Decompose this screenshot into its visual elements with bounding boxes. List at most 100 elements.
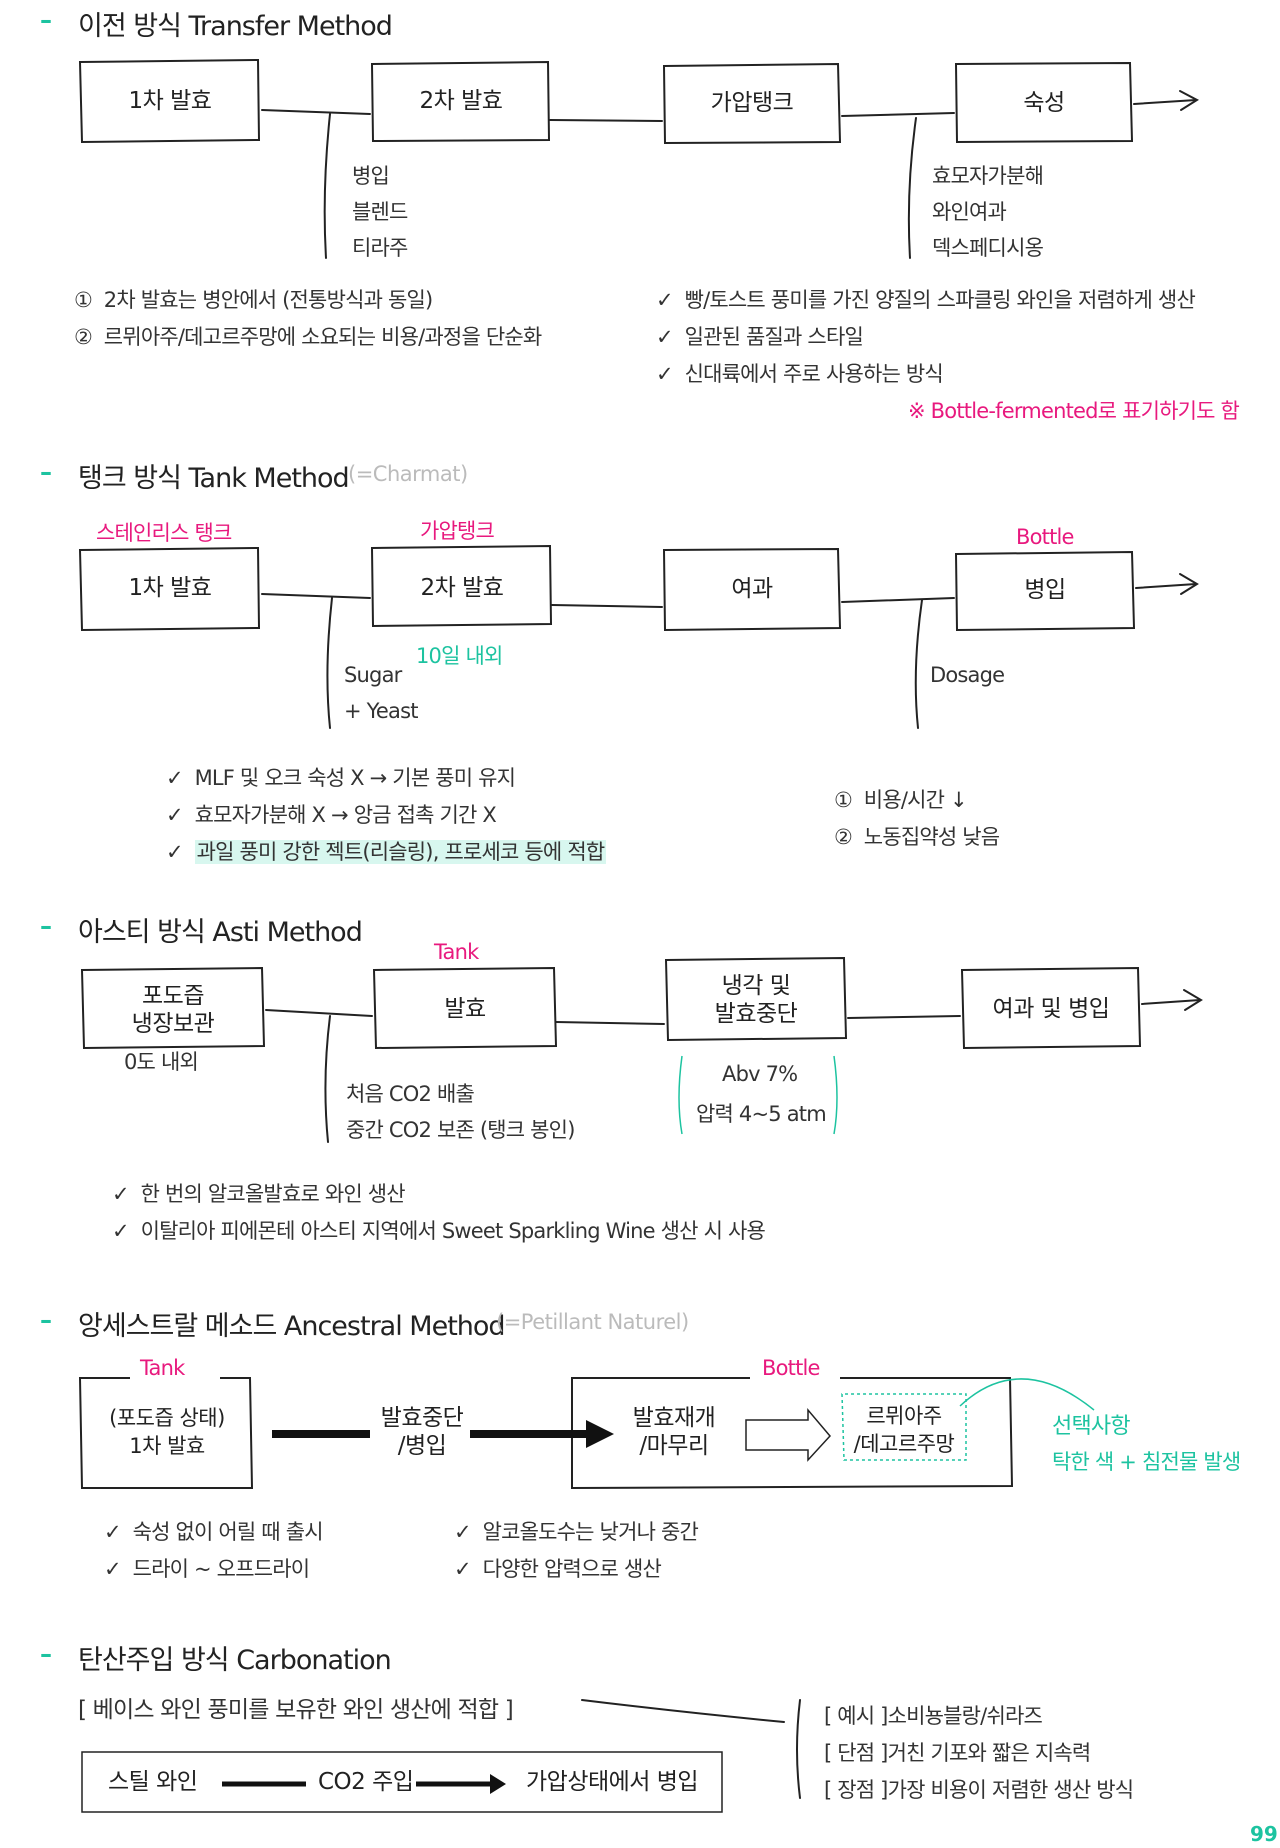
carbonation-info-2: [ 단점 ]거친 기포와 짧은 지속력 <box>824 1737 1092 1767</box>
check-text: 한 번의 알코올발효로 와인 생산 <box>140 1182 406 1206</box>
check-icon: ✓ <box>112 1219 130 1243</box>
check-icon: ✓ <box>104 1557 122 1581</box>
info-text: 가장 비용이 저렴한 생산 방식 <box>887 1778 1135 1802</box>
check-icon: ✓ <box>112 1182 130 1206</box>
check-text: 빵/토스트 풍미를 가진 양질의 스파클링 와인을 저렴하게 생산 <box>684 288 1196 312</box>
tank-feature-2: ② 노동집약성 낮음 <box>834 821 1000 851</box>
transfer-step-2: 2차 발효 <box>419 88 503 114</box>
transfer-step-3: 가압탱크 <box>710 90 794 116</box>
tank-check-3: ✓ 과일 풍미 강한 젝트(리슬링), 프로세코 등에 적합 <box>166 836 607 866</box>
check-icon: ✓ <box>104 1520 122 1544</box>
tank-branch1-1: Sugar <box>344 663 402 687</box>
check-text: MLF 및 오크 숙성 X → 기본 풍미 유지 <box>194 766 516 790</box>
tank-branch2-1: Dosage <box>930 663 1005 687</box>
ancestral-step-1: (포도즙 상태) 1차 발효 <box>109 1406 225 1458</box>
tank-label-pressure: 가압탱크 <box>420 519 495 543</box>
tank-subtitle: (=Charmat) <box>348 462 468 486</box>
tank-step-3: 여과 <box>731 576 773 602</box>
transfer-branch2-3: 덱스페디시옹 <box>932 236 1044 260</box>
info-text: 거친 기포와 짧은 지속력 <box>887 1741 1092 1765</box>
transfer-check-3: ✓ 신대륙에서 주로 사용하는 방식 <box>656 358 944 388</box>
feature-text: 2차 발효는 병안에서 (전통방식과 동일) <box>103 288 433 312</box>
asti-check-1: ✓ 한 번의 알코올발효로 와인 생산 <box>112 1178 406 1208</box>
transfer-feature-2: ② 르뮈아주/데고르주망에 소요되는 비용/과정을 단순화 <box>74 321 542 351</box>
feature-text: 노동집약성 낮음 <box>863 825 1000 849</box>
transfer-branch2-2: 와인여과 <box>932 200 1007 224</box>
transfer-branch2-1: 효모자가분해 <box>932 164 1044 188</box>
ancestral-optional-desc: 탁한 색 + 침전물 발생 <box>1052 1450 1241 1474</box>
ancestral-bottle-label: Bottle <box>762 1356 820 1380</box>
info-tag: [ 장점 ] <box>824 1778 888 1802</box>
feature-mark: ② <box>74 325 93 349</box>
carbonation-info-1: [ 예시 ]소비뇽블랑/쉬라즈 <box>824 1700 1043 1730</box>
ancestral-check-right-2: ✓ 다양한 압력으로 생산 <box>454 1553 662 1583</box>
asti-step-4: 여과 및 병입 <box>992 996 1110 1022</box>
tank-branch1-2: + Yeast <box>344 699 418 723</box>
asti-step-2: 발효 <box>444 996 486 1022</box>
check-icon: ✓ <box>166 840 184 864</box>
ancestral-step-2: 발효중단 /병입 <box>380 1405 464 1459</box>
tank-check-2: ✓ 효모자가분해 X → 앙금 접촉 기간 X <box>166 799 497 829</box>
tank-label-stainless: 스테인리스 탱크 <box>96 521 232 545</box>
carbonation-info-3: [ 장점 ]가장 비용이 저렴한 생산 방식 <box>824 1774 1135 1804</box>
section-dash: – <box>40 1640 52 1668</box>
asti-branch1-1: 처음 CO2 배출 <box>346 1082 475 1106</box>
transfer-check-1: ✓ 빵/토스트 풍미를 가진 양질의 스파클링 와인을 저렴하게 생산 <box>656 284 1196 314</box>
asti-note-below: 0도 내외 <box>124 1050 199 1074</box>
section-dash: – <box>40 6 52 34</box>
ancestral-check-left-1: ✓ 숙성 없이 어릴 때 출시 <box>104 1516 324 1546</box>
asti-bracket-2: 압력 4~5 atm <box>696 1102 827 1126</box>
feature-mark: ① <box>74 288 93 312</box>
section-dash: – <box>40 458 52 486</box>
check-text: 신대륙에서 주로 사용하는 방식 <box>684 362 944 386</box>
ancestral-step-4: 르뮈아주 /데고르주망 <box>853 1404 955 1456</box>
transfer-feature-1: ① 2차 발효는 병안에서 (전통방식과 동일) <box>74 284 433 314</box>
info-text: 소비뇽블랑/쉬라즈 <box>887 1704 1043 1728</box>
tank-title: 탱크 방식 Tank Method <box>78 463 350 494</box>
transfer-title: 이전 방식 Transfer Method <box>78 11 393 42</box>
check-icon: ✓ <box>166 766 184 790</box>
check-icon: ✓ <box>454 1520 472 1544</box>
tank-step-1: 1차 발효 <box>128 575 212 601</box>
info-tag: [ 단점 ] <box>824 1741 888 1765</box>
check-text-highlight: 과일 풍미 강한 젝트(리슬링), 프로세코 등에 적합 <box>194 840 607 864</box>
check-icon: ✓ <box>656 325 674 349</box>
tank-step-2: 2차 발효 <box>420 575 504 601</box>
asti-check-2: ✓ 이탈리아 피에몬테 아스티 지역에서 Sweet Sparkling Win… <box>112 1215 766 1245</box>
transfer-check-2: ✓ 일관된 품질과 스타일 <box>656 321 864 351</box>
tank-label-bottle: Bottle <box>1016 525 1074 549</box>
asti-label-tank: Tank <box>434 940 479 964</box>
check-text: 숙성 없이 어릴 때 출시 <box>132 1520 324 1544</box>
check-text: 다양한 압력으로 생산 <box>482 1557 662 1581</box>
check-text: 알코올도수는 낮거나 중간 <box>482 1520 699 1544</box>
carbonation-bracket-note: [ 베이스 와인 풍미를 보유한 와인 생산에 적합 ] <box>78 1697 514 1723</box>
carbonation-step-3: 가압상태에서 병입 <box>526 1769 699 1795</box>
feature-mark: ① <box>834 788 853 812</box>
asti-branch1-2: 중간 CO2 보존 (탱크 봉인) <box>346 1118 575 1142</box>
transfer-note: ※ Bottle-fermented로 표기하기도 함 <box>908 399 1240 423</box>
transfer-branch1-1: 병입 <box>352 164 390 188</box>
ancestral-title: 앙세스트랄 메소드 Ancestral Method <box>78 1311 506 1342</box>
page-number: 99 <box>1250 1822 1278 1846</box>
ancestral-tank-label: Tank <box>140 1356 185 1380</box>
carbonation-step-1: 스틸 와인 <box>108 1769 198 1795</box>
check-icon: ✓ <box>454 1557 472 1581</box>
ancestral-optional-title: 선택사항 <box>1052 1414 1131 1439</box>
transfer-step-4: 숙성 <box>1023 90 1065 116</box>
feature-text: 르뮈아주/데고르주망에 소요되는 비용/과정을 단순화 <box>103 325 542 349</box>
feature-text: 비용/시간 ↓ <box>863 788 968 812</box>
section-dash: – <box>40 912 52 940</box>
carbonation-step-2: CO2 주입 <box>318 1769 414 1795</box>
asti-step-3: 냉각 및 발효중단 <box>714 973 798 1027</box>
tank-step-4: 병입 <box>1024 577 1066 603</box>
ancestral-subtitle: (=Petillant Naturel) <box>496 1310 689 1334</box>
info-tag: [ 예시 ] <box>824 1704 888 1728</box>
transfer-branch1-2: 블렌드 <box>352 200 408 224</box>
ancestral-step-3: 발효재개 /마무리 <box>632 1405 716 1459</box>
check-text: 드라이 ~ 오프드라이 <box>132 1557 311 1581</box>
check-text: 이탈리아 피에몬테 아스티 지역에서 Sweet Sparkling Wine … <box>140 1219 766 1243</box>
check-icon: ✓ <box>656 362 674 386</box>
section-dash: – <box>40 1306 52 1334</box>
check-text: 일관된 품질과 스타일 <box>684 325 864 349</box>
carbonation-title: 탄산주입 방식 Carbonation <box>78 1645 392 1676</box>
